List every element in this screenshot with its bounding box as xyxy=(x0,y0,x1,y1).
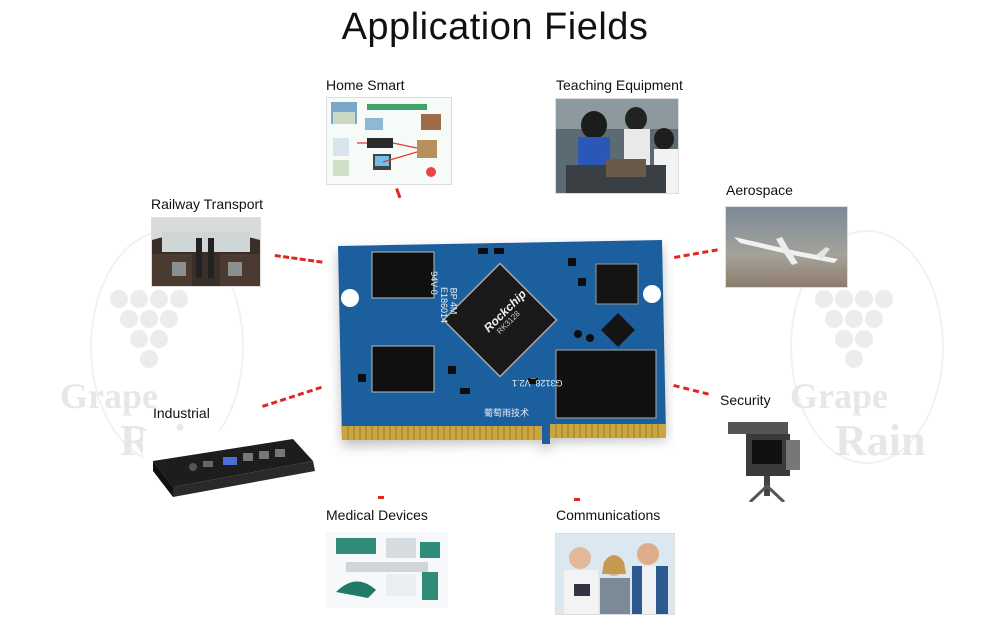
communications-image xyxy=(555,533,675,615)
watermark-text-line2: Rain xyxy=(835,416,926,465)
board-revision-label: G3128_V2.1 xyxy=(512,378,563,388)
medical-devices-image xyxy=(326,532,448,608)
silk-mark-bp4m: BP 4M xyxy=(448,287,459,315)
field-label-aerospace: Aerospace xyxy=(726,182,793,198)
field-label-communications: Communications xyxy=(556,507,661,523)
aerospace-image xyxy=(725,206,848,288)
watermark-right: Grape Rain xyxy=(790,230,950,470)
security-image xyxy=(720,416,806,502)
railway-transport-image xyxy=(151,217,261,287)
page-title: Application Fields xyxy=(341,6,649,48)
watermark-circle-right xyxy=(790,230,944,464)
connector-line-industrial xyxy=(262,385,323,411)
industrial-image xyxy=(143,431,319,499)
field-label-medical-devices: Medical Devices xyxy=(326,507,428,523)
watermark-text-line1: Grape xyxy=(60,376,158,416)
watermark-text-line1: Grape xyxy=(790,376,888,416)
field-label-home-smart: Home Smart xyxy=(326,77,405,93)
connector-line-home xyxy=(392,188,402,200)
field-label-industrial: Industrial xyxy=(153,405,210,421)
field-label-railway-transport: Railway Transport xyxy=(151,196,264,212)
core-board-image: Rockchip RK3128 94V-0 E186014 BP 4M G312… xyxy=(328,238,674,496)
field-label-teaching-equipment: Teaching Equipment xyxy=(556,77,683,93)
field-label-security: Security xyxy=(720,392,771,408)
connector-line-medical xyxy=(378,496,384,502)
connector-line-aerospace xyxy=(674,248,719,262)
connector-line-railway xyxy=(274,254,323,267)
maker-label: 葡萄雨技术 xyxy=(484,408,530,418)
teaching-equipment-image xyxy=(555,98,679,194)
connector-line-communications xyxy=(574,498,580,504)
connector-line-security xyxy=(672,384,709,399)
home-smart-image xyxy=(326,97,452,185)
silk-mark-94v0: 94V-0 xyxy=(428,271,439,295)
